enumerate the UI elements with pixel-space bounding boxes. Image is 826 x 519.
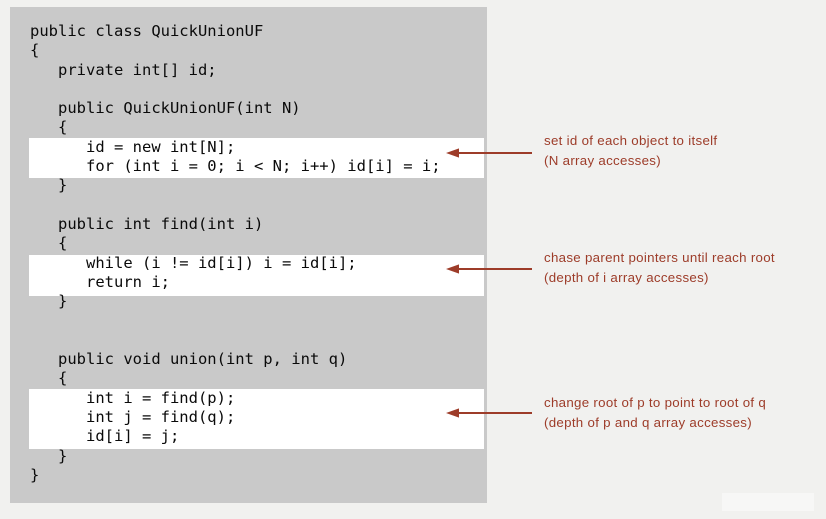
- left-arrow-icon: [446, 264, 532, 274]
- annotation-union: change root of p to point to root of q (…: [544, 393, 766, 432]
- annotation-line: (depth of i array accesses): [544, 269, 709, 285]
- left-arrow-icon: [446, 148, 532, 158]
- highlight-union-body: [29, 389, 484, 449]
- annotation-line: (N array accesses): [544, 152, 661, 168]
- annotation-find: chase parent pointers until reach root (…: [544, 248, 775, 287]
- annotation-line: change root of p to point to root of q: [544, 395, 767, 410]
- code-panel: public class QuickUnionUF { private int[…: [10, 7, 487, 503]
- left-arrow-icon: [446, 408, 532, 418]
- annotation-constructor: set id of each object to itself (N array…: [544, 131, 717, 170]
- annotation-line: set id of each object to itself: [544, 133, 718, 148]
- highlight-constructor-body: [29, 138, 484, 178]
- watermark-rect: [722, 493, 814, 511]
- annotation-line: (depth of p and q array accesses): [544, 414, 752, 430]
- highlight-find-body: [29, 255, 484, 296]
- annotation-line: chase parent pointers until reach root: [544, 250, 775, 265]
- java-code-listing: public class QuickUnionUF { private int[…: [30, 22, 441, 484]
